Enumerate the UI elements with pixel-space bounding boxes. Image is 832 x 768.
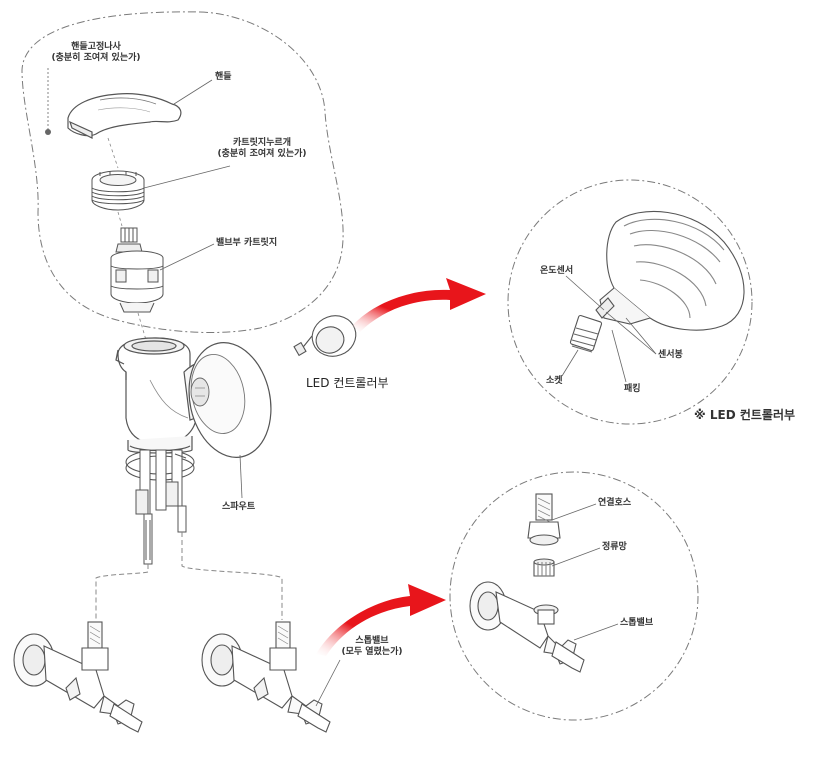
label-led-controller-note: ※ LED 컨트롤러부	[694, 408, 796, 422]
label-stop-valve-line2: (모두 열렸는가)	[341, 647, 403, 657]
leader-spout	[239, 454, 243, 499]
label-packing: 패킹	[624, 384, 641, 394]
led-detail-circle	[507, 179, 753, 425]
handle-assembly-callout-outline	[21, 11, 344, 334]
label-handle: 핸들	[215, 72, 232, 82]
leader-temp-sensor	[565, 275, 605, 311]
faucet-lower-body	[125, 449, 195, 565]
label-stop-valve: 스톱밸브 (모두 열렸는가)	[341, 636, 402, 658]
leader-packing	[611, 329, 627, 383]
label-handle-screw: 핸들고정나사 (충분히 조여져 있는가)	[51, 42, 140, 64]
label-sensor-rod: 센서봉	[658, 350, 683, 360]
leader-valve-cartridge	[159, 243, 215, 271]
led-controller-part	[293, 315, 357, 357]
label-connection-hose: 연결호스	[598, 498, 632, 508]
red-arrow-bottom	[316, 584, 446, 656]
label-cartridge-nut: 카트릿지누르개 (충분히 조여져 있는가)	[217, 138, 306, 160]
label-spout: 스파우트	[222, 502, 256, 512]
leader-filter	[551, 547, 601, 567]
leader-stop-valve	[315, 659, 341, 707]
label-cartridge-nut-line1: 카트릿지누르개	[233, 138, 291, 148]
label-led-controller: LED 컨트롤러부	[306, 376, 389, 390]
stop-valve-detail-part	[469, 493, 585, 673]
label-temp-sensor: 온도센서	[540, 266, 574, 276]
axis-line-2	[117, 211, 123, 227]
faucet-body	[115, 337, 199, 454]
led-controller-detail	[569, 210, 745, 353]
stop-valve-right	[201, 621, 331, 733]
label-socket: 소켓	[546, 376, 563, 386]
handle-screw-dot	[45, 129, 51, 135]
label-cartridge-nut-line2: (충분히 조여져 있는가)	[217, 149, 307, 159]
stop-valve-detail-circle	[449, 471, 699, 721]
valve-cartridge-part	[110, 227, 164, 313]
label-valve-cartridge: 밸브부 카트릿지	[216, 238, 278, 248]
axis-line-1	[107, 137, 119, 169]
connection-dashline-left	[95, 564, 149, 620]
red-arrow-top	[352, 278, 486, 332]
clip-line	[174, 453, 187, 459]
label-filter: 정류망	[602, 542, 627, 552]
axis-line-3	[137, 312, 147, 341]
stop-valve-left	[13, 621, 143, 733]
leader-sensor-rod-2	[625, 317, 657, 355]
leader-conn-hose	[551, 503, 597, 521]
spout-part	[183, 342, 272, 458]
label-stop-valve-line1: 스톱밸브	[355, 636, 389, 646]
handle-part	[67, 93, 182, 139]
leader-socket	[561, 349, 579, 377]
label-handle-screw-line1: 핸들고정나사	[71, 42, 121, 52]
leader-stop-valve-detail	[573, 623, 619, 641]
label-stop-valve-detail: 스톱밸브	[620, 618, 654, 628]
connection-dashline-right	[181, 532, 283, 620]
cartridge-nut-part	[91, 170, 145, 211]
leader-sensor-rod-1	[605, 311, 657, 355]
leader-handle	[173, 79, 213, 105]
leader-cartridge-nut	[143, 165, 231, 189]
label-handle-screw-line2: (충분히 조여져 있는가)	[51, 53, 141, 63]
